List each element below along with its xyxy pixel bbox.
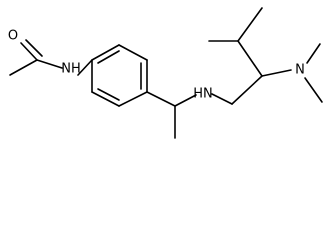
bond-isopropyl-methyl-2: [237, 7, 263, 42]
ring-bond-2: [118, 91, 148, 107]
bond-carbonyl-o-2: [25, 39, 43, 57]
bond-ring-ch: [146, 91, 176, 107]
ring-bond-5: [91, 44, 120, 61]
atom-amide-nh: NH: [61, 62, 81, 77]
bond-ch2-ch: [231, 75, 263, 105]
bond-n-methyl-1: [306, 43, 321, 64]
bond-ring-nh: [77, 59, 93, 76]
ring-bond-1: [91, 91, 120, 107]
bond-nh-ch2: [211, 93, 233, 105]
atom-amine-hn: HN: [193, 87, 213, 102]
bond-nh-carbonyl: [36, 59, 63, 69]
bond-carbonyl-o-1: [20, 42, 38, 61]
atom-dimethyl-n: N: [295, 63, 305, 78]
bond-ch-nh: [174, 94, 197, 107]
bond-carbonyl-methyl: [9, 59, 38, 76]
atom-oxygen: O: [8, 29, 18, 44]
bond-ch-ndimethyl: [261, 69, 292, 77]
ring-bond-4: [118, 44, 148, 61]
ring-double-bond-3: [97, 50, 120, 64]
bond-ch-isopropyl: [237, 40, 263, 77]
ring-double-bond-1: [97, 88, 120, 101]
bond-n-methyl-2: [304, 77, 323, 103]
molecule-structure: O NH HN N: [8, 7, 323, 139]
